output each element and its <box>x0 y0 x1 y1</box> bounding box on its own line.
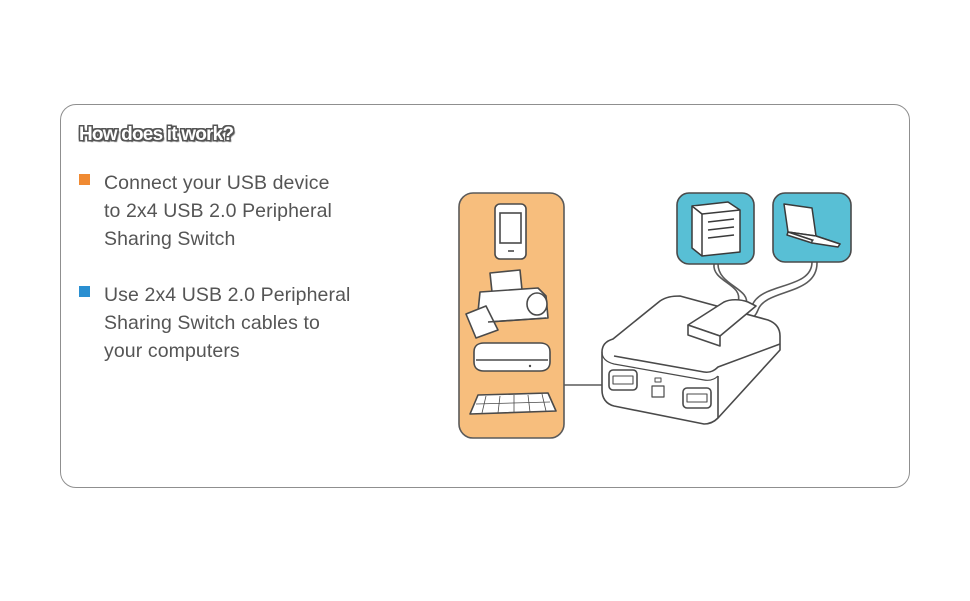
laptop-tile <box>772 192 852 263</box>
step-connect-device-text: Connect your USB device to 2x4 USB 2.0 P… <box>104 169 332 253</box>
step-2-line-1: Use 2x4 USB 2.0 Peripheral <box>104 284 351 306</box>
usb-devices-group <box>458 192 565 439</box>
step-2-line-3: your computers <box>104 340 240 362</box>
external-drive-icon <box>473 342 551 372</box>
desktop-tower-icon <box>691 201 741 257</box>
laptop-cable-a <box>737 261 813 323</box>
phone-icon <box>494 203 527 260</box>
laptop-icon <box>783 203 841 248</box>
step-connect-computers-text: Use 2x4 USB 2.0 Peripheral Sharing Switc… <box>104 281 350 365</box>
panel-heading: How does it work? <box>79 124 234 145</box>
usb-sharing-switch-icon <box>601 295 781 425</box>
keyboard-icon <box>469 392 557 415</box>
desktop-tower-tile <box>676 192 755 265</box>
printer-icon <box>465 269 549 339</box>
step-2-line-2: Sharing Switch cables to <box>104 312 320 334</box>
step-1-line-3: Sharing Switch <box>104 228 236 250</box>
blue-bullet-icon <box>79 286 90 297</box>
step-1-line-1: Connect your USB device <box>104 172 330 194</box>
orange-bullet-icon <box>79 174 90 185</box>
step-1-line-2: to 2x4 USB 2.0 Peripheral <box>104 200 332 222</box>
